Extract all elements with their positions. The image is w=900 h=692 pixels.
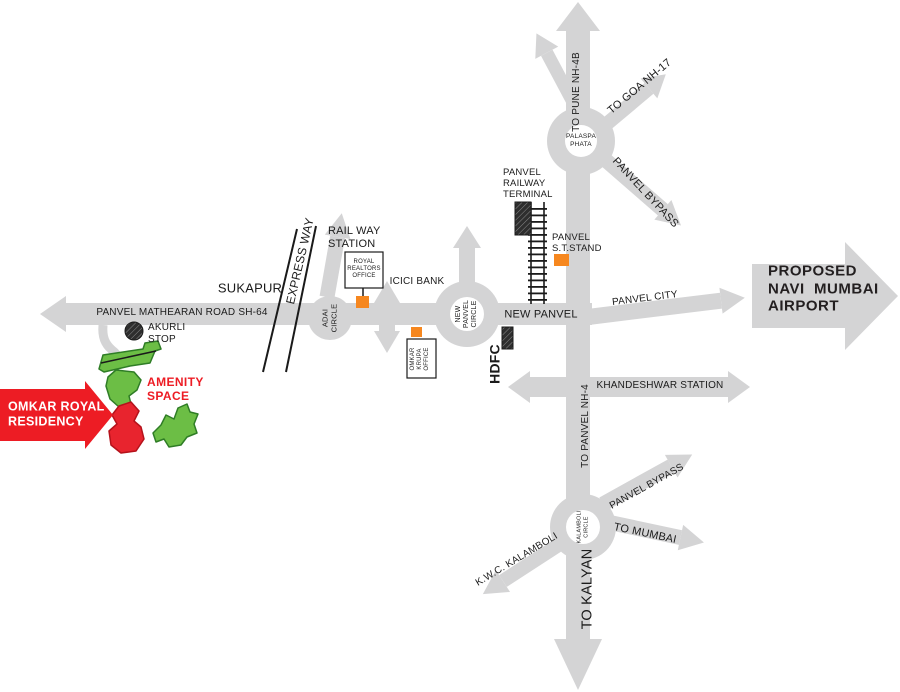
label-akurli-stop: AKURLI STOP: [148, 322, 186, 345]
site-red-residency: [108, 401, 145, 454]
residency-banner: [0, 381, 113, 449]
omkar-krupa-marker: [411, 327, 422, 337]
site-strip-line: [100, 350, 157, 364]
label-proposed-airport: PROPOSED NAVI MUMBAI AIRPORT: [768, 262, 879, 315]
road-railway-station: [319, 213, 351, 299]
airport-arrow: [752, 242, 898, 350]
road-kwc-kalamboli: [482, 538, 564, 595]
label-panvel-st-stand: PANVEL S.T.STAND: [552, 231, 602, 254]
road-khandeshwar: [508, 371, 750, 403]
label-sukapur: SUKAPUR: [217, 280, 283, 296]
label-to-pune: TO PUNE NH-4B: [571, 52, 583, 132]
palaspa-phata-circle-center: [565, 125, 597, 157]
panvel-st-stand-marker: [554, 254, 569, 266]
road-icici-cross: [374, 281, 400, 353]
panvel-railway-terminal-marker: [514, 201, 532, 236]
hdfc-marker: [501, 326, 514, 350]
label-new-panvel-circle: NEW PANVEL CIRCLE: [454, 299, 479, 329]
label-amenity-space: AMENITY SPACE: [147, 374, 204, 403]
label-to-panvel-nh4: TO PANVEL NH-4: [580, 384, 592, 468]
label-palaspa-phata: PALASPA PHATA: [565, 132, 597, 148]
express-way-lines: [262, 225, 317, 373]
road-to-mumbai: [610, 515, 704, 551]
label-omkar-royal-residency: OMKAR ROYAL RESIDENCY: [8, 399, 105, 428]
label-panvel-mathearan-road: PANVEL MATHEARAN ROAD SH-64: [96, 307, 268, 319]
label-kalamboli-circle: KALAMBOLI CIRCLE: [576, 510, 589, 544]
royal-realtors-office-box: [344, 251, 384, 289]
road-branch-upleft: [535, 33, 580, 108]
label-hdfc: HDFC: [486, 344, 503, 384]
road-sh64-arrow: [40, 296, 66, 332]
royal-realtors-marker: [356, 296, 369, 308]
label-omkar-krupa-office: OMKAR KRUPA OFFICE: [410, 347, 431, 371]
label-royal-realtors-office: ROYAL REALTORS OFFICE: [347, 259, 381, 280]
road-panvel-bypass-top: [596, 150, 681, 226]
label-rail-way-station: RAIL WAY STATION: [328, 225, 381, 250]
label-adai-circle: ADAI CIRCLE: [320, 303, 338, 333]
road-panvel-bypass-bottom: [599, 454, 693, 511]
label-panvel-railway-terminal: PANVEL RAILWAY TERMINAL: [503, 167, 553, 201]
road-panvel-city: [587, 287, 745, 325]
railway-track: [528, 202, 547, 304]
label-icici-bank: ICICI BANK: [389, 276, 445, 288]
label-new-panvel: NEW PANVEL: [504, 308, 578, 321]
kalamboli-circle-center: [566, 510, 600, 544]
omkar-krupa-office-box: [406, 338, 437, 379]
road-to-goa: [598, 74, 666, 133]
label-khandeshwar-station: KHANDESHWAR STATION: [596, 380, 724, 392]
akurli-stop-marker: [124, 321, 144, 341]
road-newpanvel-stub: [453, 226, 481, 284]
adai-circle: [308, 296, 352, 340]
site-green-upper: [105, 369, 142, 408]
label-to-kalyan: TO KALYAN: [579, 548, 596, 630]
site-green-amenity: [152, 403, 199, 448]
new-panvel-circle-center: [450, 297, 484, 331]
